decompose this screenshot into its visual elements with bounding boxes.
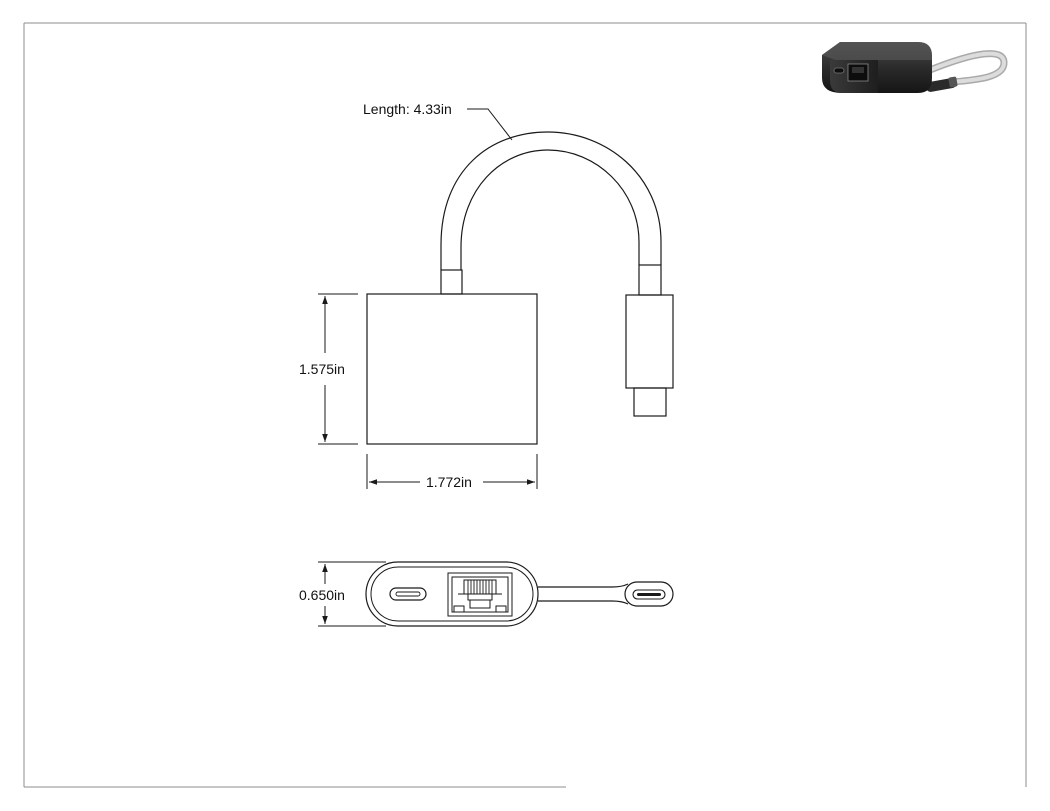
- thumbnail-usb-c-plug: [925, 76, 958, 92]
- sheet-border: [23, 22, 1027, 788]
- height-dimension: [318, 293, 358, 445]
- cable-length-callout: Length: 4.33in: [363, 101, 513, 141]
- front-body-outer: [365, 561, 539, 627]
- thumbnail-render: [822, 42, 1008, 93]
- ethernet-pins: [467, 580, 493, 594]
- plug-housing-outline: [625, 294, 674, 389]
- usb-c-tip-outline: [633, 387, 667, 417]
- width-dimension: [366, 454, 538, 489]
- cable-inner-edge: [460, 149, 640, 270]
- front-ethernet-port: [447, 572, 513, 617]
- height-label: 1.575in: [299, 361, 345, 377]
- front-body-inner: [370, 566, 534, 622]
- cable-outer-edge: [440, 131, 662, 270]
- front-usb-c-port: [389, 587, 427, 601]
- cable-length-label: Length: 4.33in: [363, 101, 452, 117]
- adapter-body-outline: [366, 293, 538, 445]
- width-label: 1.772in: [426, 474, 472, 490]
- front-cable: [538, 583, 629, 605]
- plug-strain-relief: [638, 264, 662, 296]
- adapter-top-view: [366, 131, 674, 445]
- body-strain-relief: [440, 269, 463, 295]
- front-usb-c-plug: [624, 581, 674, 607]
- thickness-dimension: [318, 561, 386, 627]
- adapter-front-view: [365, 561, 674, 627]
- thickness-label: 0.650in: [299, 587, 345, 603]
